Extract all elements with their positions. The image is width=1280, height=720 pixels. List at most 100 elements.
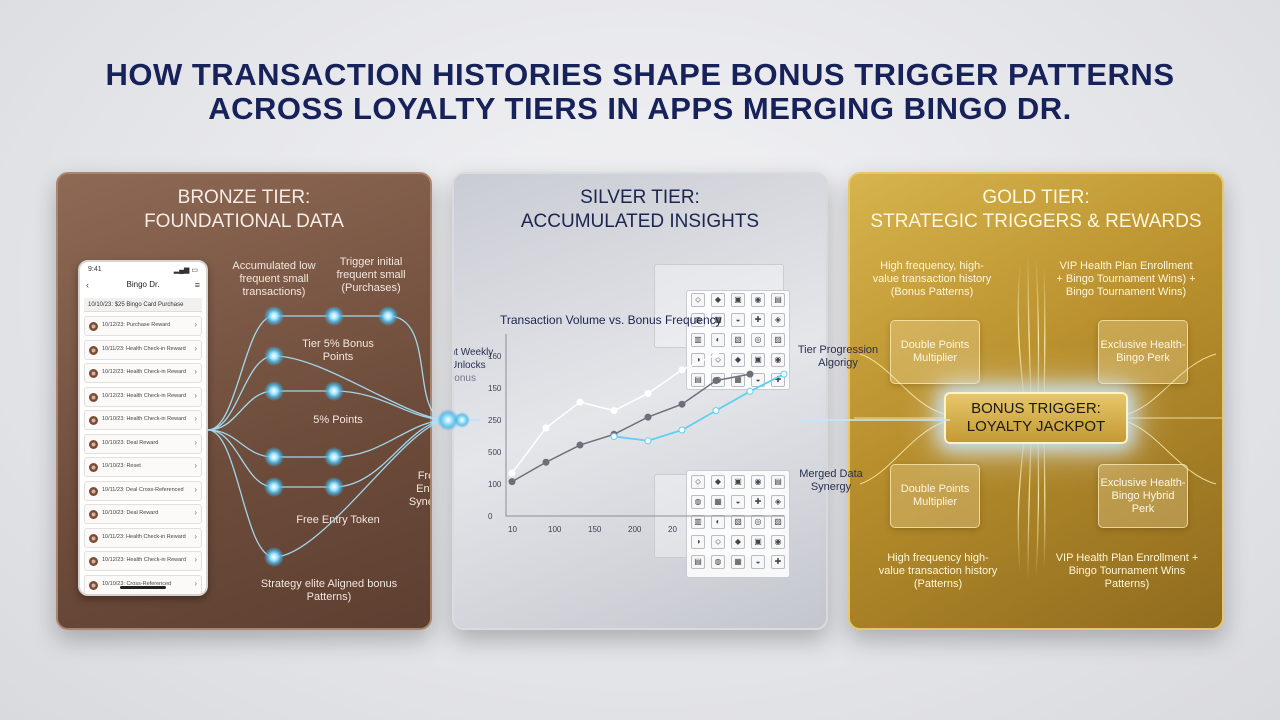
grid-cell-icon: ◍ bbox=[691, 313, 705, 327]
icon-grid-top: ⬦◆▣◉▤◍▦◒✚◈▥◐▧◎▨◑⬦◆▣◉▤◍▦◒✚ bbox=[686, 290, 790, 390]
grid-cell-icon: ◒ bbox=[731, 313, 745, 327]
transaction-row-text: 10/10/23: Deal Reward bbox=[102, 439, 159, 446]
grid-cell-icon: ◐ bbox=[711, 333, 725, 347]
transaction-row[interactable]: 10/10/23: Reset› bbox=[84, 457, 202, 477]
y-tick-label: 150 bbox=[488, 384, 502, 393]
data-point bbox=[712, 407, 720, 415]
grid-cell-icon: ⬦ bbox=[691, 293, 705, 307]
grid-cell-icon: ▨ bbox=[771, 515, 785, 529]
grid-cell-icon: ◆ bbox=[731, 535, 745, 549]
chart-axes bbox=[505, 334, 784, 517]
transaction-row[interactable]: 10/11/23: Health Check-in Reward› bbox=[84, 339, 202, 360]
y-tick-label: 0 bbox=[488, 512, 493, 521]
chevron-right-icon: › bbox=[194, 508, 197, 517]
double-points-multiplier-bottom: Double Points Multiplier bbox=[890, 464, 980, 528]
data-point bbox=[780, 370, 788, 378]
grid-cell-icon: ▤ bbox=[691, 373, 705, 387]
transaction-row[interactable]: 10/12/23: Health Check-in Reward› bbox=[84, 363, 202, 383]
coin-icon bbox=[89, 510, 98, 519]
transaction-row[interactable]: 10/10/23: Cross-Referenced› bbox=[84, 574, 202, 594]
transaction-row-text: 10/12/23: Purchase Reward bbox=[102, 322, 171, 328]
grid-cell-icon: ▤ bbox=[771, 293, 785, 307]
gold-tier-title-line-2: STRATEGIC TRIGGERS & REWARDS bbox=[870, 211, 1202, 232]
grid-cell-icon: ◆ bbox=[731, 353, 745, 367]
chevron-right-icon: › bbox=[194, 390, 197, 400]
data-point bbox=[542, 424, 550, 432]
data-point bbox=[508, 469, 516, 477]
grid-cell-icon: ▦ bbox=[711, 495, 725, 509]
data-point bbox=[644, 437, 652, 445]
grid-cell-icon: ◈ bbox=[771, 495, 785, 509]
data-point bbox=[644, 389, 652, 397]
transaction-row-text: 10/12/23: Health Check-in Reward bbox=[102, 557, 187, 563]
coin-icon bbox=[89, 533, 98, 543]
chevron-right-icon: › bbox=[194, 555, 197, 564]
transaction-row[interactable]: 10/10/23: Health Check-in Reward› bbox=[84, 410, 202, 430]
grid-cell-icon: ◒ bbox=[731, 495, 745, 509]
x-tick-label: 150 bbox=[588, 525, 602, 534]
transaction-row[interactable]: 10/12/23: Health Check-in Reward › bbox=[84, 551, 202, 571]
series-line-2 bbox=[511, 373, 751, 483]
chevron-right-icon: › bbox=[194, 484, 197, 494]
grid-cell-icon: ◒ bbox=[751, 555, 765, 569]
y-tick-label: 500 bbox=[488, 448, 502, 457]
coin-icon bbox=[89, 416, 98, 425]
data-point bbox=[644, 413, 652, 421]
back-arrow-icon[interactable]: ‹ bbox=[86, 280, 89, 290]
coin-icon bbox=[89, 580, 98, 590]
grid-cell-icon: ◆ bbox=[711, 475, 725, 489]
label-free-entry-token: Free Entry Token bbox=[296, 514, 380, 526]
grid-cell-icon: ◉ bbox=[751, 293, 765, 307]
coin-icon bbox=[89, 486, 98, 496]
data-point bbox=[542, 458, 550, 466]
chevron-right-icon: › bbox=[194, 437, 197, 447]
label-consistent-weekly-text: Consistent Weekly Spend Unlocks bbox=[452, 347, 494, 371]
grid-cell-icon: ▧ bbox=[731, 333, 745, 347]
transaction-row[interactable]: 10/10/23: Deal Reward › bbox=[84, 433, 202, 454]
jackpot-line-1: BONUS TRIGGER: bbox=[971, 400, 1101, 417]
silver-tier-panel: SILVER TIER: ACCUMULATED INSIGHTS ⬦◆▣◉▤◍… bbox=[452, 172, 828, 630]
coin-icon bbox=[89, 369, 98, 378]
transaction-row[interactable]: 10/12/23: Health Check-in Reward› bbox=[84, 386, 202, 407]
transaction-row-text: 10/11/23: Health Check-in Reward bbox=[102, 345, 186, 352]
data-point bbox=[610, 407, 618, 415]
grid-cell-icon: ▣ bbox=[751, 353, 765, 367]
label-free-entry-synergy: Free Entry Synergy bbox=[408, 470, 430, 508]
bonus-trigger-jackpot: BONUS TRIGGER: LOYALTY JACKPOT bbox=[944, 392, 1128, 444]
exclusive-health-bingo-hybrid-perk: Exclusive Health-Bingo Hybrid Perk bbox=[1098, 464, 1188, 528]
label-consistent-weekly: Consistent Weekly Spend Unlocks Tier Bon… bbox=[452, 346, 502, 385]
data-point bbox=[610, 432, 618, 440]
y-tick-label: 160 bbox=[488, 352, 502, 361]
data-point bbox=[712, 351, 720, 359]
phone-app-bar: ‹ Bingo Dr. ≡ bbox=[80, 280, 206, 294]
transaction-row[interactable]: 10/11/23: Health Check-in Reward› bbox=[84, 527, 202, 548]
hamburger-menu-icon[interactable]: ≡ bbox=[194, 280, 200, 290]
coin-icon bbox=[89, 322, 98, 331]
grid-cell-icon: ▦ bbox=[711, 313, 725, 327]
grid-cell-icon: ▤ bbox=[691, 555, 705, 569]
label-consistent-weekly-sub: Tier Bonus bbox=[454, 373, 476, 384]
transaction-row[interactable]: 10/12/23: Purchase Reward› bbox=[84, 316, 202, 336]
page-title-line-2: ACROSS LOYALTY TIERS IN APPS MERGING BIN… bbox=[208, 91, 1072, 126]
page-title: HOW TRANSACTION HISTORIES SHAPE BONUS TR… bbox=[0, 58, 1280, 126]
label-vip-health-top: VIP Health Plan Enrollment + Bingo Tourn… bbox=[1056, 260, 1196, 298]
label-tier-bonus: Tier 5% Bonus Points bbox=[302, 338, 374, 363]
grid-cell-icon: ▦ bbox=[731, 555, 745, 569]
grid-cell-icon: ▣ bbox=[731, 475, 745, 489]
transaction-row[interactable]: 10/11/23: Deal Cross-Referenced› bbox=[84, 480, 202, 501]
grid-cell-icon: ◉ bbox=[771, 353, 785, 367]
grid-cell-icon: ✚ bbox=[751, 313, 765, 327]
data-point bbox=[712, 377, 720, 385]
grid-cell-icon: ▥ bbox=[691, 333, 705, 347]
chevron-right-icon: › bbox=[194, 531, 197, 541]
phone-first-transaction: 10/10/23: $25 Bingo Card Purchase bbox=[84, 298, 202, 312]
label-strategy: Strategy elite Aligned bonus Patterns) bbox=[260, 578, 398, 603]
label-accumulated: Accumulated low frequent small transacti… bbox=[232, 260, 316, 298]
phone-status-time: 9:41 bbox=[88, 266, 102, 273]
grid-cell-icon: ◑ bbox=[691, 535, 705, 549]
data-point bbox=[746, 370, 754, 378]
grid-cell-icon: ▤ bbox=[771, 475, 785, 489]
grid-cell-icon: ◎ bbox=[751, 333, 765, 347]
transaction-row[interactable]: 10/10/23: Deal Reward› bbox=[84, 504, 202, 524]
